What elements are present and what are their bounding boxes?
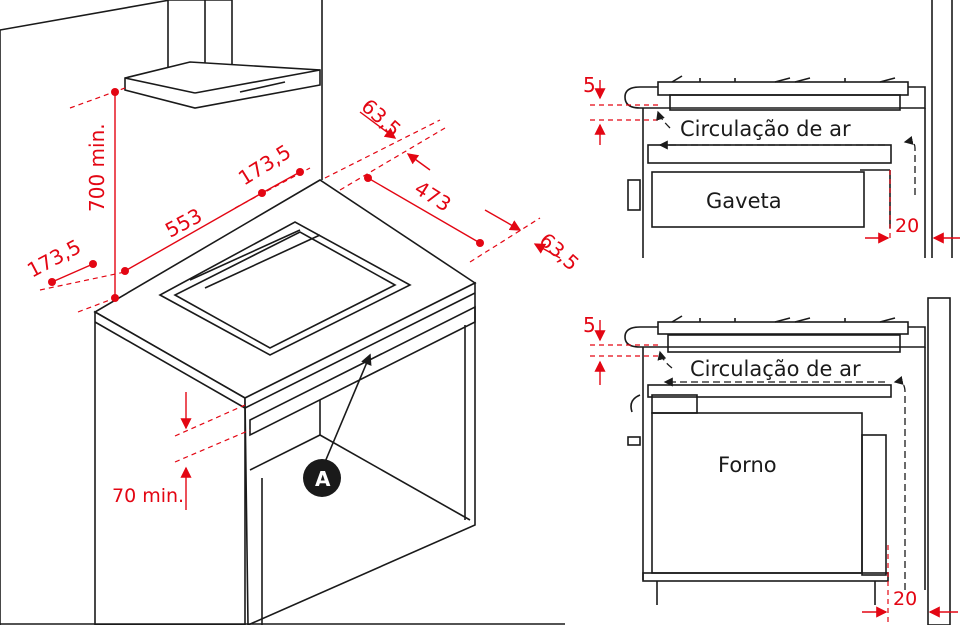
cutout-depth-label: 473 <box>410 176 455 217</box>
airflow-label-1: Circulação de ar <box>680 117 851 141</box>
back-offset-label: 63,5 <box>357 94 406 142</box>
hob-cutout <box>158 221 412 356</box>
callout-a <box>303 353 372 497</box>
right-bottom-drawing <box>590 297 958 625</box>
top-offset-label: 173,5 <box>234 140 295 191</box>
side-gap-label-1: 20 <box>895 215 919 237</box>
dim-left-offset <box>39 260 126 291</box>
dim-back-offset <box>324 111 441 179</box>
dim-drawer-gap <box>174 392 251 510</box>
compartment-label-drawer: Gaveta <box>706 189 782 213</box>
wall-edge <box>0 0 171 31</box>
left-drawing: 700 min. 173,5 553 173,5 63,5 <box>0 0 584 625</box>
airflow-label-2: Circulação de ar <box>690 357 861 381</box>
left-offset-label: 173,5 <box>23 234 85 282</box>
front-offset-label: 63,5 <box>535 228 584 276</box>
top-gap-label-1: 5 <box>583 73 596 97</box>
callout-letter: A <box>315 467 331 491</box>
hood-height-label: 700 min. <box>85 123 109 212</box>
cutout-width-label: 553 <box>161 203 206 242</box>
dim-front-offset <box>469 209 561 263</box>
top-gap-label-2: 5 <box>583 313 596 337</box>
compartment-label-oven: Forno <box>718 453 777 477</box>
dim-cutout-depth <box>339 127 484 247</box>
right-top-drawing <box>590 0 960 258</box>
dim-hood-height <box>69 87 126 313</box>
range-hood <box>124 0 321 109</box>
dim-top-offset <box>234 167 311 209</box>
drawer-gap-label: 70 min. <box>112 485 184 507</box>
side-gap-label-2: 20 <box>893 588 917 610</box>
